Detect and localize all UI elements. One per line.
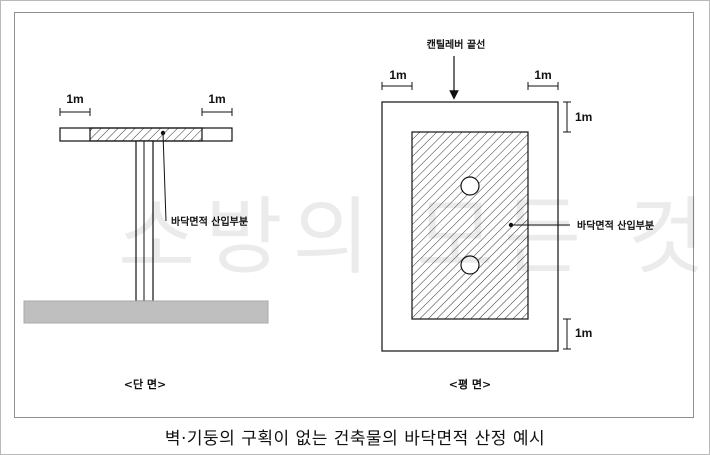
right-plan-view	[381, 56, 571, 352]
right-side-top-dimension-label: 1m	[575, 110, 592, 124]
left-floor-area-label: 바닥면적 산입부분	[171, 215, 248, 228]
right-floor-leader-dot	[508, 222, 514, 228]
left-floor-leader-line	[162, 132, 167, 222]
figure-caption: 벽·기둥의 구획이 없는 건축물의 바닥면적 산정 예시	[164, 429, 546, 449]
diagram-box	[14, 12, 694, 418]
left-floor-leader-dot	[160, 130, 166, 136]
left-section-view	[23, 108, 269, 324]
left-ground	[23, 300, 269, 324]
right-top-left-dimension-label: 1m	[389, 68, 406, 82]
left-dimension-left-label: 1m	[66, 92, 83, 106]
plan-view-label: <평 면>	[449, 377, 492, 391]
lower-column-circle	[460, 255, 480, 275]
right-hatched-floor-area	[411, 131, 529, 320]
upper-column-circle	[460, 176, 480, 196]
section-view-label: <단 면>	[124, 377, 167, 391]
cantilever-end-label: 캔틸레버 끝선	[427, 38, 486, 51]
right-side-bottom-dimension-label: 1m	[575, 326, 592, 340]
left-dimension-right-label: 1m	[208, 92, 225, 106]
right-floor-area-label: 바닥면적 산입부분	[577, 219, 654, 232]
left-hatched-floor-area	[89, 127, 203, 142]
right-top-right-dimension-label: 1m	[534, 68, 551, 82]
